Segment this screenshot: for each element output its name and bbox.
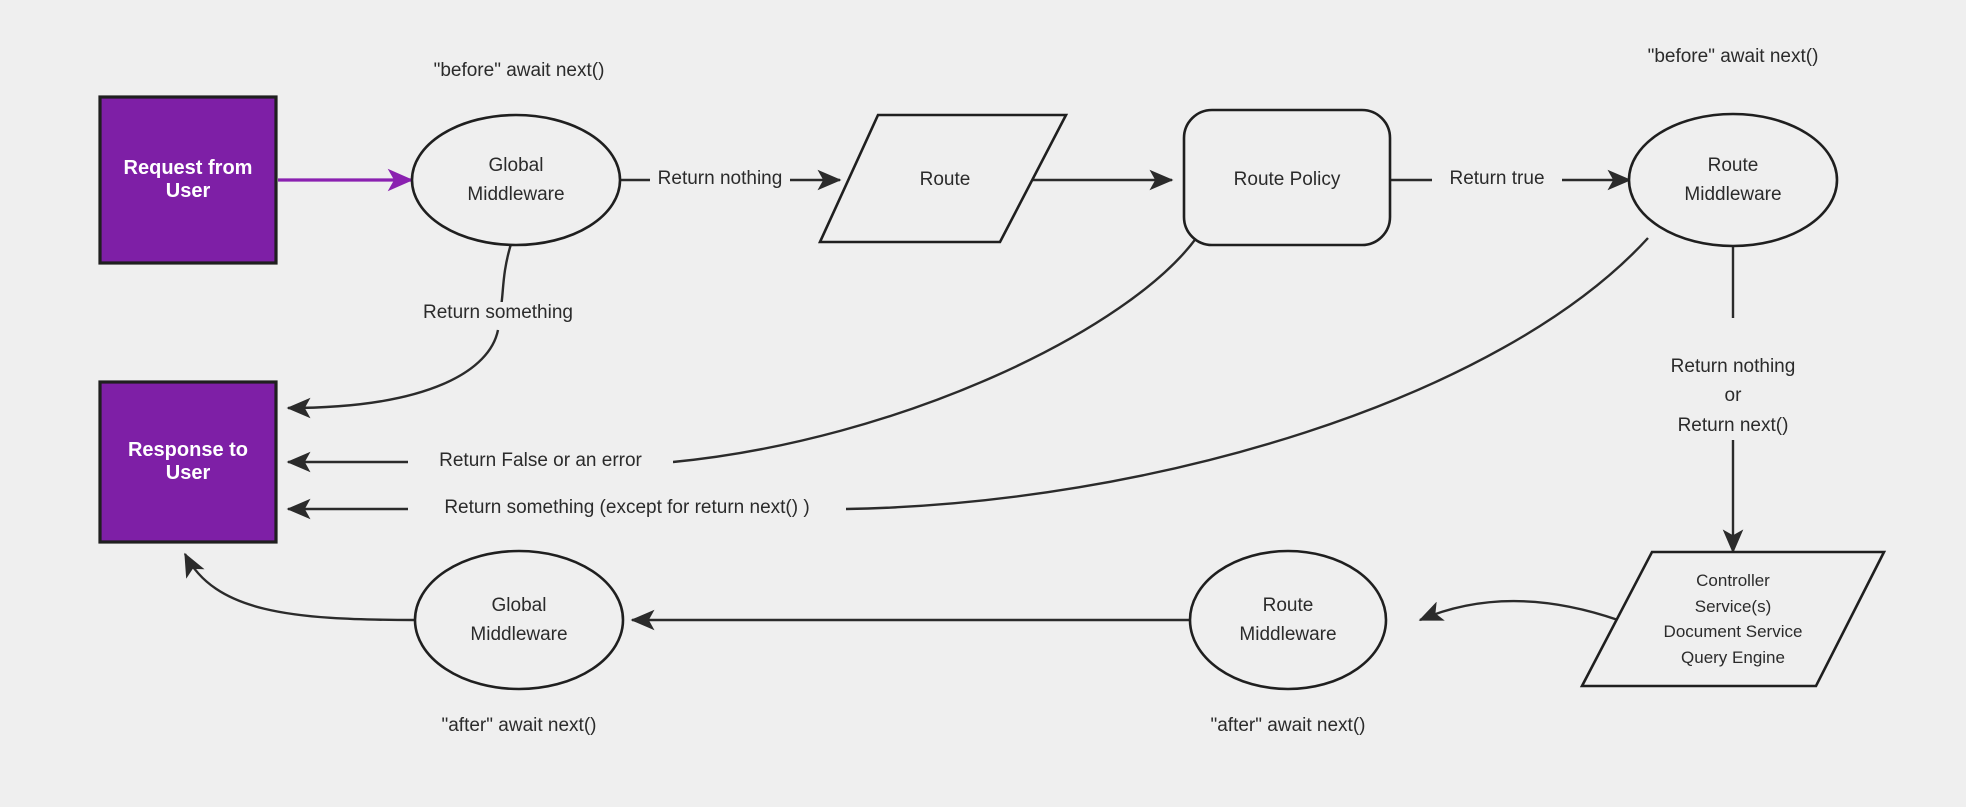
node-route-middleware-before-shape[interactable] <box>1627 112 1839 248</box>
edge-controller-to-route-middleware-after <box>1418 599 1619 622</box>
node-global-middleware-before-shape[interactable] <box>410 113 622 247</box>
node-route-middleware-after-shape[interactable] <box>1188 549 1388 691</box>
edge-route-policy-return-false <box>672 236 1198 464</box>
node-global-middleware-after-shape[interactable] <box>413 549 625 691</box>
node-response-to-user-shape[interactable] <box>98 380 278 544</box>
edge-global-middleware-after-to-response <box>183 552 416 622</box>
edge-global-middleware-return-something <box>496 243 513 319</box>
node-route-policy-shape[interactable] <box>1182 108 1392 247</box>
node-request-from-user-shape[interactable] <box>98 95 278 265</box>
edge-global-middleware-return-something-2 <box>286 329 500 419</box>
edge-route-middleware-return-something <box>845 237 1649 511</box>
node-controller-shape[interactable] <box>1579 550 1887 688</box>
node-route-shape[interactable] <box>817 113 1069 244</box>
